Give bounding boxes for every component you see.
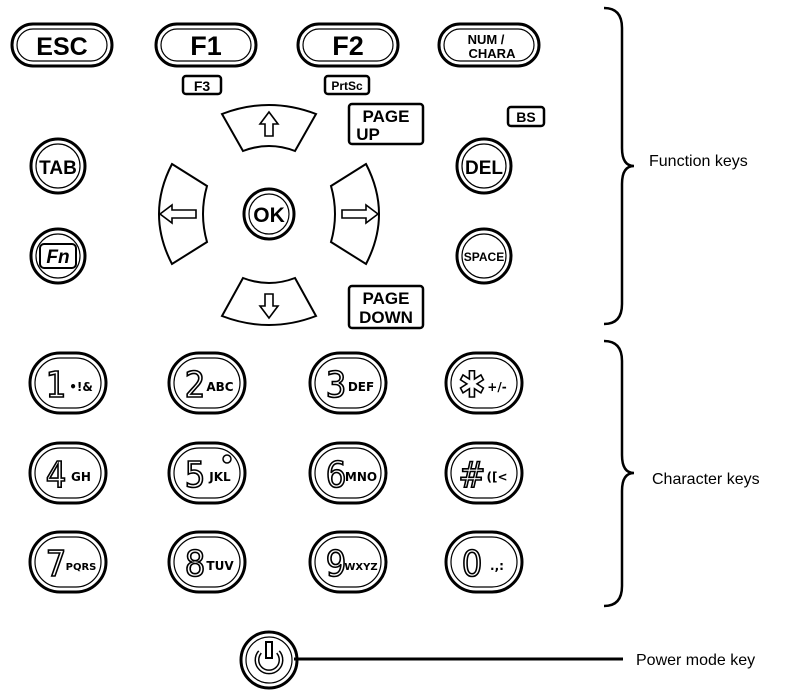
char-key-sub-label: .,: <box>490 559 504 573</box>
f1-label: F1 <box>190 31 222 61</box>
power-mode-key[interactable] <box>239 630 299 690</box>
page-down-label-line1: PAGE <box>363 289 410 308</box>
page-up-label-line2: UP <box>356 125 380 144</box>
f3-label: F3 <box>194 78 211 94</box>
power-mode-key-label: Power mode key <box>636 652 755 669</box>
char-key-main-label: # <box>458 455 485 496</box>
bs-tag: BS <box>506 105 546 128</box>
del-label: DEL <box>465 158 503 179</box>
tab-key[interactable]: TAB <box>29 137 87 195</box>
prtsc-label: PrtSc <box>331 79 363 93</box>
page-down-label-line2: DOWN <box>359 308 413 327</box>
char-key-sub-label: PQRS <box>66 562 97 573</box>
char-key-main-label: ✱ <box>458 365 485 406</box>
num-chara-label-line2: CHARA <box>469 46 517 61</box>
char-key-main-label: 8 <box>185 544 206 585</box>
arrow-up-icon <box>258 110 280 137</box>
down-key[interactable] <box>220 276 318 326</box>
f2-key[interactable]: F2 <box>296 22 400 68</box>
char-key-sub-label: MNO <box>345 470 377 484</box>
char-key-main-label: 1 <box>46 365 67 406</box>
char-key-zero[interactable]: 0.,: <box>444 530 524 594</box>
function-keys-brace <box>603 6 635 326</box>
f3-tag: F3 <box>181 74 223 96</box>
char-key-main-label: 9 <box>326 544 347 585</box>
tab-label: TAB <box>39 158 77 179</box>
ok-key[interactable]: OK <box>242 187 296 241</box>
page-up-label-line1: PAGE <box>363 107 410 126</box>
char-key-sub-label: WXYZ <box>344 562 377 573</box>
f2-label: F2 <box>332 31 364 61</box>
bs-label: BS <box>516 109 535 125</box>
character-keys-brace <box>603 339 635 608</box>
left-key[interactable] <box>158 162 209 266</box>
char-key-sub-label: ABC <box>206 380 233 394</box>
char-key-sub-label: TUV <box>206 559 234 573</box>
del-key[interactable]: DEL <box>455 137 513 195</box>
char-key-main-label: 4 <box>46 455 67 496</box>
power-icon <box>254 641 284 675</box>
char-key-main-label: 3 <box>326 365 347 406</box>
arrow-right-icon <box>341 203 380 225</box>
f1-key[interactable]: F1 <box>154 22 258 68</box>
page-down-tag: PAGE DOWN <box>347 284 425 330</box>
char-key-main-label: 6 <box>326 455 347 496</box>
char-key-four[interactable]: 4 GH <box>28 441 108 505</box>
char-key-hash[interactable]: #([< <box>444 441 524 505</box>
char-key-star[interactable]: ✱+/- <box>444 351 524 415</box>
char-key-sub-label: +/- <box>487 380 506 394</box>
num-chara-key[interactable]: NUM / CHARA <box>437 22 541 68</box>
esc-label: ESC <box>36 33 87 61</box>
fn-label: Fn <box>46 247 69 268</box>
ok-label: OK <box>253 204 285 227</box>
esc-key[interactable]: ESC <box>10 22 114 68</box>
char-key-sub-label: GH <box>71 470 91 484</box>
char-key-sub-label: DEF <box>348 380 374 394</box>
prtsc-tag: PrtSc <box>323 74 371 96</box>
up-key[interactable] <box>220 104 318 153</box>
function-keys-label: Function keys <box>649 153 748 170</box>
fn-key[interactable]: Fn <box>29 227 87 285</box>
char-key-sub-label: •!& <box>69 380 93 394</box>
char-key-main-label: 2 <box>185 365 206 406</box>
arrow-down-icon <box>258 293 280 320</box>
char-key-main-label: 0 <box>462 544 483 585</box>
indicator-dot <box>222 454 232 464</box>
char-key-main-label: 5 <box>185 455 206 496</box>
character-keys-label: Character keys <box>652 471 760 488</box>
arrow-left-icon <box>158 203 197 225</box>
num-chara-label-line1: NUM / <box>468 32 505 47</box>
char-key-sub-label: JKL <box>208 470 231 484</box>
char-key-sub-label: ([< <box>486 470 507 484</box>
right-key[interactable] <box>329 162 380 266</box>
page-up-tag: PAGE UP <box>347 102 425 146</box>
char-key-one[interactable]: 1•!& <box>28 351 108 415</box>
char-key-main-label: 7 <box>46 544 67 585</box>
space-label: SPACE <box>464 250 504 264</box>
space-key[interactable]: SPACE <box>455 227 513 285</box>
